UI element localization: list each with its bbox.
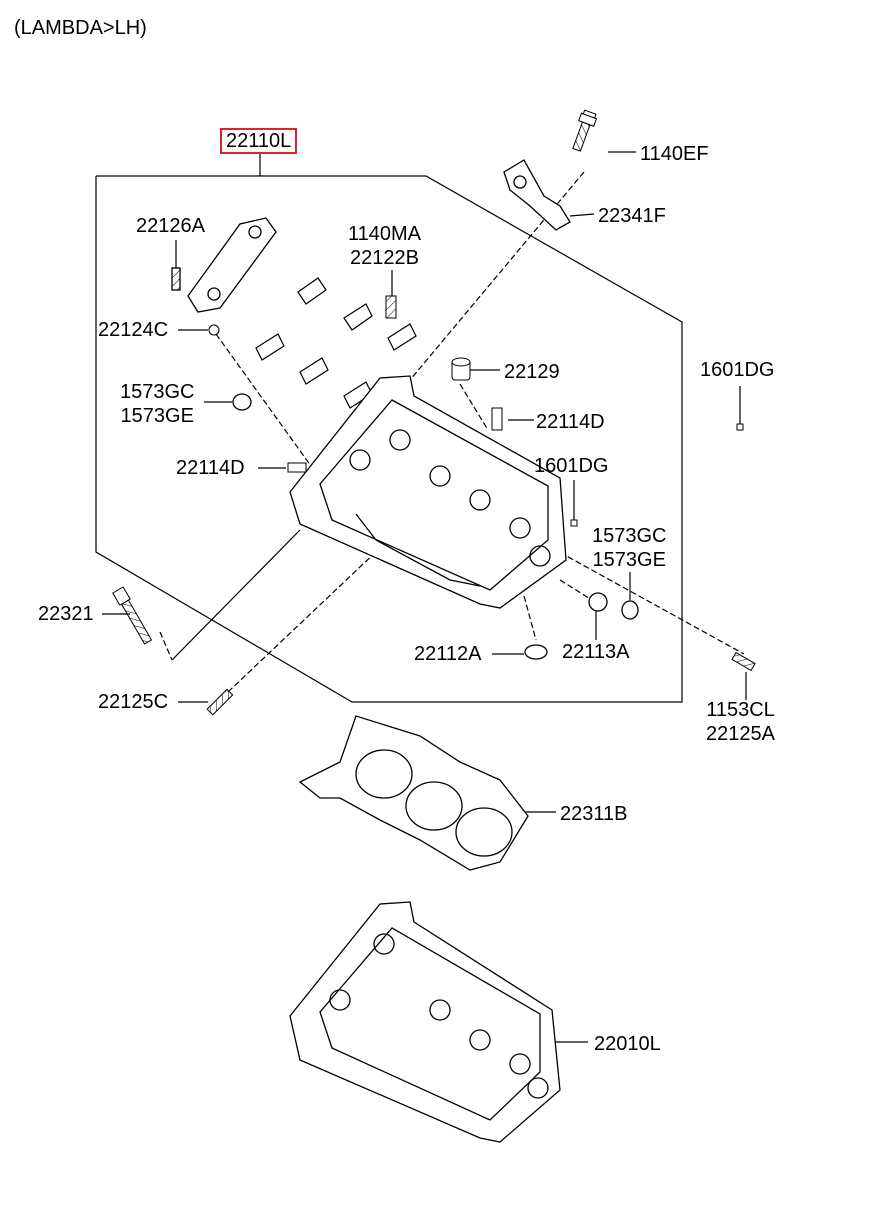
part-label-1573GC[interactable]: 1573GC xyxy=(120,381,195,403)
part-label-1573GE[interactable]: 1573GE xyxy=(592,549,666,571)
seal-icon[interactable] xyxy=(524,644,548,660)
head-gasket-icon[interactable] xyxy=(298,715,529,871)
part-label-22129[interactable]: 22129 xyxy=(504,361,560,383)
part-label-group-1153CL: 1153CL 22125A xyxy=(706,698,775,746)
part-label-22125C[interactable]: 22125C xyxy=(98,691,169,713)
dowel-icon[interactable] xyxy=(491,407,503,431)
part-label-22311B[interactable]: 22311B xyxy=(560,803,628,825)
part-label-22341F[interactable]: 22341F xyxy=(598,205,666,227)
cylinder-head-icon[interactable] xyxy=(289,375,567,609)
seal-icon[interactable] xyxy=(232,393,252,411)
part-label-22321[interactable]: 22321 xyxy=(38,603,94,625)
part-label-1573GE[interactable]: 1573GE xyxy=(120,405,194,427)
oil-plug-icon[interactable] xyxy=(451,357,471,381)
plug-icon[interactable] xyxy=(208,324,220,336)
part-label-22114D-left[interactable]: 22114D xyxy=(176,457,245,479)
part-label-1601DG-inner[interactable]: 1601DG xyxy=(534,455,609,477)
cylinder-head-icon[interactable] xyxy=(289,901,561,1143)
pin-icon[interactable] xyxy=(570,519,578,527)
assembly-part-number[interactable]: 22110L xyxy=(220,128,298,154)
part-label-22122B[interactable]: 22122B xyxy=(350,247,419,269)
part-label-group-1573GC-upper: 1573GC 1573GE xyxy=(120,380,195,428)
page-title: (LAMBDA>LH) xyxy=(14,17,147,39)
stud-icon[interactable] xyxy=(731,651,756,672)
bolt-icon[interactable] xyxy=(112,586,153,645)
part-label-22125A[interactable]: 22125A xyxy=(706,723,775,745)
bolt-icon[interactable] xyxy=(569,109,598,152)
part-label-group-1573GC-lower: 1573GC 1573GE xyxy=(592,524,667,572)
dowel-icon[interactable] xyxy=(287,462,307,473)
bracket-icon[interactable] xyxy=(503,159,571,231)
bolt-icon[interactable] xyxy=(385,295,397,319)
seal-icon[interactable] xyxy=(621,600,639,620)
part-label-1153CL[interactable]: 1153CL xyxy=(706,699,775,721)
cam-cap-icon[interactable] xyxy=(255,277,417,409)
pin-icon[interactable] xyxy=(736,423,744,431)
assembly-outline xyxy=(95,154,683,703)
part-label-22113A[interactable]: 22113A xyxy=(562,641,630,663)
cam-cap-bracket-icon[interactable] xyxy=(171,217,277,313)
seal-icon[interactable] xyxy=(588,592,608,612)
part-label-1140MA[interactable]: 1140MA xyxy=(348,223,422,245)
part-label-1140EF[interactable]: 1140EF xyxy=(640,143,709,165)
part-label-22114D-right[interactable]: 22114D xyxy=(536,411,605,433)
part-label-22124C[interactable]: 22124C xyxy=(98,319,169,341)
stud-icon[interactable] xyxy=(206,688,234,716)
part-label-22010L[interactable]: 22010L xyxy=(594,1033,661,1055)
part-label-1573GC[interactable]: 1573GC xyxy=(592,525,667,547)
part-label-group-1140MA: 1140MA 22122B xyxy=(348,222,421,270)
part-label-22126A[interactable]: 22126A xyxy=(136,215,205,237)
part-label-22112A[interactable]: 22112A xyxy=(414,643,482,665)
leader-lines xyxy=(102,151,747,1043)
part-label-1601DG-outer[interactable]: 1601DG xyxy=(700,359,775,381)
